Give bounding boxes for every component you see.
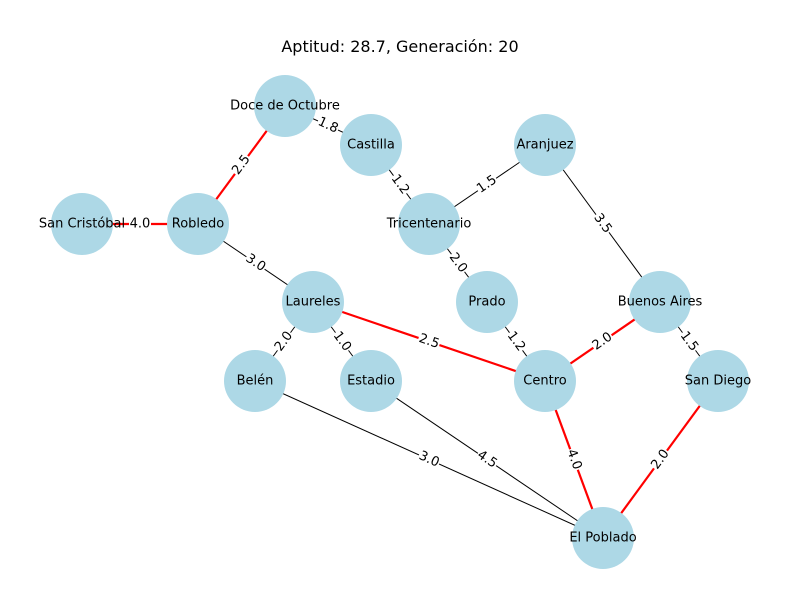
node-el-poblado xyxy=(572,507,634,569)
edge-weight: 3.0 xyxy=(243,251,269,275)
edge-weight: 2.0 xyxy=(446,250,470,276)
edge-label-bg xyxy=(415,447,443,472)
node-aranjuez xyxy=(514,114,576,176)
edge-weight: 4.5 xyxy=(474,447,500,471)
edge-label-bg xyxy=(473,171,501,198)
edge-label-castilla-tricentenario: 1.2 xyxy=(387,170,413,199)
node-label-aranjuez: Aranjuez xyxy=(516,138,573,153)
edge-weight: 1.5 xyxy=(474,172,500,196)
edge-label-tricentenario-prado: 2.0 xyxy=(445,249,471,277)
node-buenos-aires xyxy=(629,271,691,333)
edge-label-estadio-el-poblado: 4.5 xyxy=(473,446,501,473)
edge-label-san-cristobal-robledo: 4.0 xyxy=(129,216,151,232)
node-castilla xyxy=(340,114,402,176)
edge-weight: 1.5 xyxy=(677,329,701,355)
node-label-prado: Prado xyxy=(468,295,505,310)
edge-label-laureles-centro: 2.5 xyxy=(416,330,442,353)
edge-label-bg xyxy=(676,327,702,356)
node-label-laureles: Laureles xyxy=(286,295,341,310)
node-san-diego xyxy=(687,350,749,412)
edge-label-bg xyxy=(445,249,471,277)
node-label-el-poblado: El Poblado xyxy=(569,531,636,546)
edge-label-bg xyxy=(503,327,529,356)
node-robledo xyxy=(167,193,229,255)
edge-label-bg xyxy=(314,113,342,138)
node-tricentenario xyxy=(398,193,460,255)
edge-label-laureles-belen: 2.0 xyxy=(271,327,297,356)
edge-label-bg xyxy=(241,250,270,276)
edge-label-robledo-doce-de-octubre: 2.5 xyxy=(228,151,255,179)
node-label-robledo: Robledo xyxy=(172,217,225,232)
edge-weight: 1.2 xyxy=(388,172,412,198)
node-label-castilla: Castilla xyxy=(347,138,395,153)
edge-label-prado-centro: 1.2 xyxy=(503,327,529,356)
node-laureles xyxy=(282,271,344,333)
edge-label-aranjuez-buenos-aires: 3.5 xyxy=(589,209,616,238)
edge-weight: 1.0 xyxy=(330,329,354,355)
edge-label-bg xyxy=(387,170,413,199)
node-label-san-cristobal: San Cristóbal xyxy=(39,217,125,232)
node-label-estadio: Estadio xyxy=(347,374,395,389)
node-san-cristobal xyxy=(51,193,113,255)
edge-weight: 4.0 xyxy=(563,447,584,472)
edge-label-bg xyxy=(473,446,501,473)
edge-label-bg xyxy=(589,209,616,238)
edge-label-bg xyxy=(416,330,442,353)
node-doce-de-octubre xyxy=(254,75,316,137)
edge-label-laureles-estadio: 1.0 xyxy=(329,327,355,356)
edge-weight: 3.5 xyxy=(590,211,614,237)
node-centro xyxy=(514,350,576,412)
node-label-belen: Belén xyxy=(237,374,274,389)
edge-label-robledo-laureles: 3.0 xyxy=(241,250,270,276)
edge-weight: 4.0 xyxy=(130,217,151,232)
edge-label-san-diego-el-poblado: 2.0 xyxy=(647,445,674,474)
node-label-tricentenario: Tricentenario xyxy=(386,217,472,232)
edge-weight: 1.2 xyxy=(504,329,528,355)
node-estadio xyxy=(340,350,402,412)
edge-label-bg xyxy=(129,216,151,232)
node-label-buenos-aires: Buenos Aires xyxy=(618,295,703,310)
edge-label-bg xyxy=(562,446,586,473)
edge-label-aranjuez-tricentenario: 1.5 xyxy=(473,171,501,198)
node-label-san-diego: San Diego xyxy=(685,374,751,389)
node-label-doce-de-octubre: Doce de Octubre xyxy=(230,99,340,114)
graph-title: Aptitud: 28.7, Generación: 20 xyxy=(281,37,518,56)
nodes-layer xyxy=(51,75,749,569)
edge-weight: 2.0 xyxy=(272,329,296,355)
edge-weight: 2.0 xyxy=(590,329,616,353)
node-label-centro: Centro xyxy=(523,374,566,389)
edge-weight: 2.5 xyxy=(229,152,253,178)
edge-label-buenos-aires-san-diego: 1.5 xyxy=(676,327,702,356)
edge-label-belen-el-poblado: 3.0 xyxy=(415,447,443,472)
edge-label-bg xyxy=(271,327,297,356)
edge-label-bg xyxy=(588,328,617,355)
edge-label-bg xyxy=(228,151,255,179)
edge-label-doce-de-octubre-castilla: 1.8 xyxy=(314,113,342,138)
node-belen xyxy=(224,350,286,412)
edge-weight: 2.5 xyxy=(417,331,441,352)
edge-labels-layer: 4.0 2.5 1.8 1.2 1.5 3.5 3.0 2.0 2.0 1.0 2.5 1.2 2.0 1… xyxy=(129,113,702,474)
edge-label-bg xyxy=(647,445,674,474)
edge-weight: 1.8 xyxy=(315,114,340,136)
edge-label-centro-buenos-aires: 2.0 xyxy=(588,328,617,355)
node-prado xyxy=(456,271,518,333)
edge-weight: 2.0 xyxy=(648,447,672,473)
edge-weight: 3.0 xyxy=(416,448,441,470)
edge-label-bg xyxy=(329,327,355,356)
edge-label-centro-el-poblado: 4.0 xyxy=(562,446,586,473)
